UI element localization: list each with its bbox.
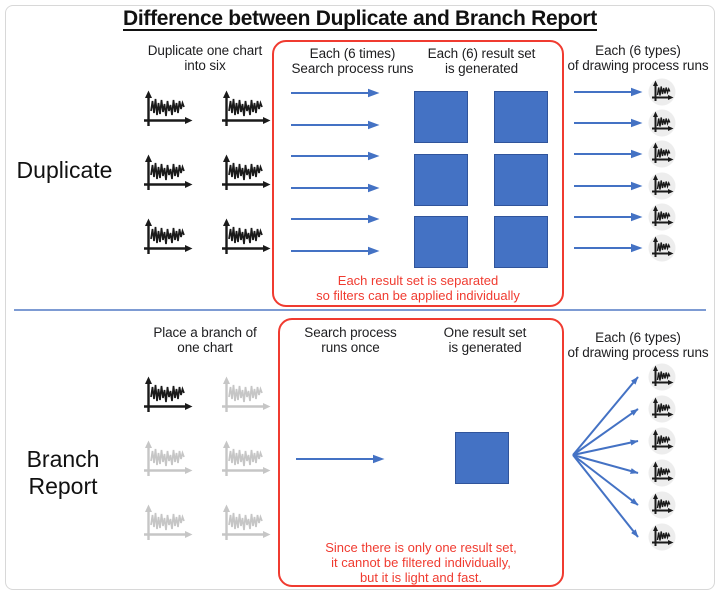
line-chart-icon bbox=[141, 376, 193, 414]
drawing-arrow-icon bbox=[573, 180, 643, 192]
duplicate-result-header: Each (6) result set is generated bbox=[427, 46, 536, 76]
branch-result-header: One result set is generated bbox=[443, 325, 527, 355]
result-set-square bbox=[414, 216, 468, 268]
drawing-chart-icon bbox=[648, 363, 676, 391]
drawing-arrow-icon bbox=[573, 148, 643, 160]
drawing-chart-icon bbox=[648, 395, 676, 423]
duplicate-drawing-header: Each (6 types) of drawing process runs bbox=[567, 43, 709, 73]
branch-drawing-header: Each (6 types) of drawing process runs bbox=[567, 330, 709, 360]
line-chart-icon-faded bbox=[219, 504, 271, 542]
drawing-chart-icon bbox=[648, 140, 676, 168]
result-set-square bbox=[494, 91, 548, 143]
line-chart-icon bbox=[219, 218, 271, 256]
branch-source-header: Place a branch of one chart bbox=[153, 325, 257, 355]
section-divider bbox=[14, 309, 706, 311]
branch-note: Since there is only one result set, it c… bbox=[325, 540, 517, 585]
drawing-chart-icon bbox=[648, 172, 676, 200]
duplicate-search-arrows bbox=[290, 87, 380, 257]
duplicate-search-header: Each (6 times) Search process runs bbox=[291, 46, 414, 76]
branch-row-label: Branch Report bbox=[26, 446, 100, 499]
branch-source-charts bbox=[141, 376, 271, 542]
duplicate-process-box: Each (6 times) Search process runs Each … bbox=[272, 40, 564, 307]
process-arrow-icon bbox=[295, 453, 385, 465]
drawing-flow bbox=[573, 203, 676, 231]
drawing-chart-icon bbox=[648, 427, 676, 455]
duplicate-drawing-flows bbox=[573, 78, 676, 262]
process-arrow-icon bbox=[290, 182, 380, 194]
line-chart-icon-faded bbox=[219, 440, 271, 478]
duplicate-result-sets bbox=[414, 91, 548, 268]
drawing-chart-icon bbox=[648, 523, 676, 551]
fan-arrows-icon bbox=[572, 376, 639, 538]
duplicate-row-label: Duplicate bbox=[16, 157, 113, 183]
drawing-chart-icon bbox=[648, 78, 676, 106]
duplicate-source-header: Duplicate one chart into six bbox=[147, 43, 263, 73]
branch-drawing-charts bbox=[648, 363, 676, 551]
drawing-chart-icon bbox=[648, 109, 676, 137]
drawing-chart-icon bbox=[648, 491, 676, 519]
drawing-arrow-icon bbox=[573, 117, 643, 129]
drawing-flow bbox=[573, 109, 676, 137]
drawing-arrow-icon bbox=[573, 211, 643, 223]
line-chart-icon bbox=[141, 218, 193, 256]
result-set-square bbox=[414, 91, 468, 143]
line-chart-icon-faded bbox=[141, 504, 193, 542]
drawing-flow bbox=[573, 140, 676, 168]
line-chart-icon bbox=[141, 154, 193, 192]
line-chart-icon bbox=[219, 154, 271, 192]
process-arrow-icon bbox=[290, 87, 380, 99]
page-title: Difference between Duplicate and Branch … bbox=[123, 7, 597, 30]
process-arrow-icon bbox=[290, 245, 380, 257]
result-set-square bbox=[414, 153, 468, 206]
line-chart-icon bbox=[219, 90, 271, 128]
drawing-chart-icon bbox=[648, 234, 676, 262]
duplicate-note: Each result set is separated so filters … bbox=[316, 273, 520, 303]
drawing-flow bbox=[573, 234, 676, 262]
drawing-flow bbox=[573, 172, 676, 200]
process-arrow-icon bbox=[290, 150, 380, 162]
drawing-chart-icon bbox=[648, 459, 676, 487]
drawing-arrow-icon bbox=[573, 242, 643, 254]
line-chart-icon-faded bbox=[141, 440, 193, 478]
drawing-chart-icon bbox=[648, 203, 676, 231]
line-chart-icon-faded bbox=[219, 376, 271, 414]
branch-process-box: Search process runs once One result set … bbox=[278, 318, 564, 587]
result-set-square bbox=[494, 216, 548, 268]
process-arrow-icon bbox=[290, 213, 380, 225]
result-set-square bbox=[455, 432, 509, 484]
drawing-flow bbox=[573, 78, 676, 106]
process-arrow-icon bbox=[290, 119, 380, 131]
duplicate-source-charts bbox=[141, 90, 271, 256]
branch-search-header: Search process runs once bbox=[304, 325, 397, 355]
result-set-square bbox=[494, 153, 548, 206]
drawing-arrow-icon bbox=[573, 86, 643, 98]
line-chart-icon bbox=[141, 90, 193, 128]
